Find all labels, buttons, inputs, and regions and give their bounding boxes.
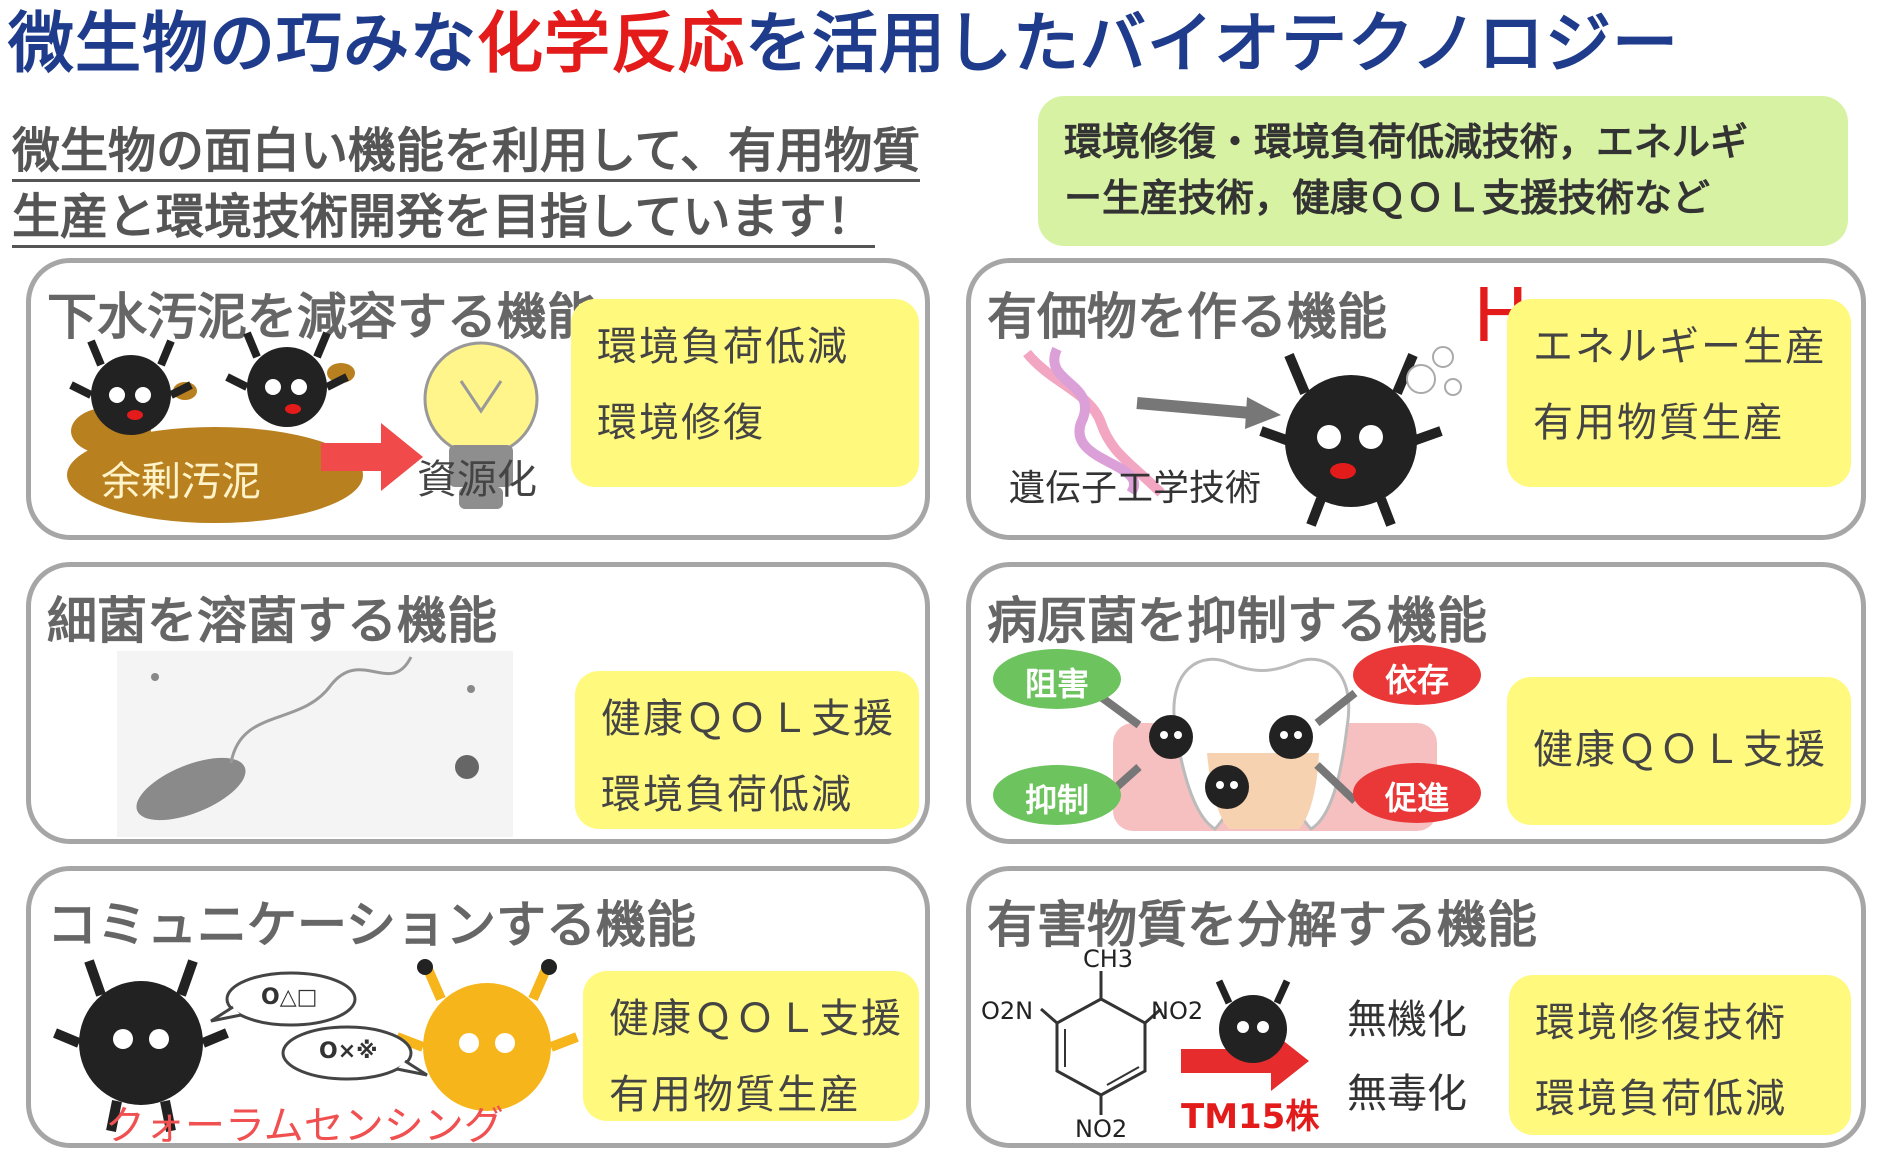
dna-icon <box>1023 346 1462 527</box>
page-title: 微生物の巧みな化学反応を活用したバイオテクノロジー <box>8 4 1888 84</box>
o2n-label: O2N <box>981 997 1034 1025</box>
tag-box: 健康ＱＯＬ支援 <box>1507 677 1851 825</box>
result-label: 無毒化 <box>1347 1071 1467 1117</box>
microbe-icon <box>1259 353 1443 527</box>
subtitle: 微生物の面白い機能を利用して、有用物質 生産と環境技術開発を目指しています！ <box>12 118 1022 250</box>
sludge-illustration <box>67 331 539 523</box>
title-highlight: 化学反応 <box>477 5 745 82</box>
tag-item: 有用物質生産 <box>1533 400 1785 446</box>
summary-line2: ー生産技術，健康ＱＯＬ支援技術など <box>1064 176 1711 220</box>
tag-box: エネルギー生産 有用物質生産 <box>1507 299 1851 487</box>
bacterium-micrograph <box>117 651 513 837</box>
microbe-icon <box>1149 715 1313 809</box>
strain-label: TM15株 <box>1181 1097 1320 1137</box>
speech-text: O×※ <box>319 1039 378 1064</box>
microbe-icon <box>225 331 349 427</box>
tag-item: 環境負荷低減 <box>597 324 849 370</box>
bubble-label: 阻害 <box>1025 665 1090 703</box>
bubble-promote <box>1353 763 1481 823</box>
tnt-molecule-icon <box>1040 971 1309 1115</box>
tag-box: 健康ＱＯＬ支援 有用物質生産 <box>583 971 919 1121</box>
summary-line1: 環境修復・環境負荷低減技術，エネルギ <box>1064 120 1749 164</box>
tag-box: 環境負荷低減 環境修復 <box>571 299 919 487</box>
no2-right-label: NO2 <box>1151 997 1204 1025</box>
bubbles-icon <box>1406 346 1462 396</box>
sludge-label: 余剰汚泥 <box>101 459 261 505</box>
result-label: 無機化 <box>1347 997 1467 1043</box>
tag-item: 有用物質生産 <box>609 1072 861 1118</box>
tag-item: 健康ＱＯＬ支援 <box>609 996 903 1042</box>
tooth-illustration <box>993 645 1481 831</box>
tag-item: 環境負荷低減 <box>601 772 853 818</box>
panel-sludge: 下水汚泥を減容する機能 余剰汚泥 資源化 環境負荷低減 環境修復 <box>26 258 930 540</box>
tag-box: 健康ＱＯＬ支援 環境負荷低減 <box>575 671 919 829</box>
tag-item: 健康ＱＯＬ支援 <box>1533 727 1827 773</box>
speech-text: O△□ <box>261 985 318 1010</box>
tag-item: 環境負荷低減 <box>1535 1076 1787 1122</box>
panel-title: コミュニケーションする機能 <box>47 896 696 954</box>
subtitle-line2: 生産と環境技術開発を目指しています！ <box>12 189 875 248</box>
arrow-icon <box>1136 397 1252 419</box>
panel-communication: コミュニケーションする機能 O△□ O×※ クォーラムセンシング 健康ＱＯＬ支援… <box>26 866 930 1148</box>
ch3-label: CH3 <box>1083 945 1134 973</box>
bubble-depend <box>1353 645 1481 705</box>
bubble-label: 促進 <box>1385 779 1450 817</box>
resource-label: 資源化 <box>417 457 537 503</box>
panel-title: 有害物質を分解する機能 <box>987 896 1537 954</box>
microbe-icon <box>53 959 229 1132</box>
title-part2: を活用したバイオテクノロジー <box>745 5 1680 82</box>
panel-title: 病原菌を抑制する機能 <box>987 592 1487 650</box>
microbe-icon <box>1215 979 1291 1063</box>
communication-illustration <box>53 959 579 1132</box>
summary-box: 環境修復・環境負荷低減技術，エネルギ ー生産技術，健康ＱＯＬ支援技術など <box>1038 96 1848 246</box>
tag-item: エネルギー生産 <box>1533 324 1827 370</box>
bubble-label: 抑制 <box>1025 781 1090 819</box>
bubble-inhibit <box>993 649 1121 709</box>
bubble-label: 依存 <box>1385 661 1450 699</box>
panel-degradation: 有害物質を分解する機能 CH3 O2N NO2 NO2 TM15株 無機化 無毒… <box>966 866 1866 1148</box>
microbe-icon <box>69 339 193 435</box>
tag-item: 環境修復 <box>597 400 765 446</box>
tag-box: 環境修復技術 環境負荷低減 <box>1509 975 1851 1135</box>
speech-bubble <box>225 971 357 1027</box>
title-part1: 微生物の巧みな <box>8 5 477 82</box>
panel-title: 有価物を作る機能 <box>987 288 1387 346</box>
tag-item: 環境修復技術 <box>1535 1000 1787 1046</box>
gene-label: 遺伝子工学技術 <box>1009 468 1262 509</box>
lightbulb-icon <box>423 341 539 509</box>
bubble-suppress <box>993 765 1121 825</box>
panel-valuable: 有価物を作る機能 H2 遺伝子工学技術 エネルギー生産 有用物質生産 <box>966 258 1866 540</box>
panel-title: 細菌を溶菌する機能 <box>47 592 497 650</box>
no2-bottom-label: NO2 <box>1075 1115 1128 1143</box>
quorum-sensing-label: クォーラムセンシング <box>105 1103 504 1148</box>
subtitle-line1: 微生物の面白い機能を利用して、有用物質 <box>12 123 921 182</box>
panel-pathogen: 病原菌を抑制する機能 阻害 抑制 依存 促進 健康ＱＯＬ支援 <box>966 562 1866 844</box>
speech-bubble <box>281 1025 413 1081</box>
arrow-icon <box>321 423 423 491</box>
panel-lysis: 細菌を溶菌する機能 健康ＱＯＬ支援 環境負荷低減 <box>26 562 930 844</box>
microbe-icon <box>395 959 579 1111</box>
tag-item: 健康ＱＯＬ支援 <box>601 696 895 742</box>
